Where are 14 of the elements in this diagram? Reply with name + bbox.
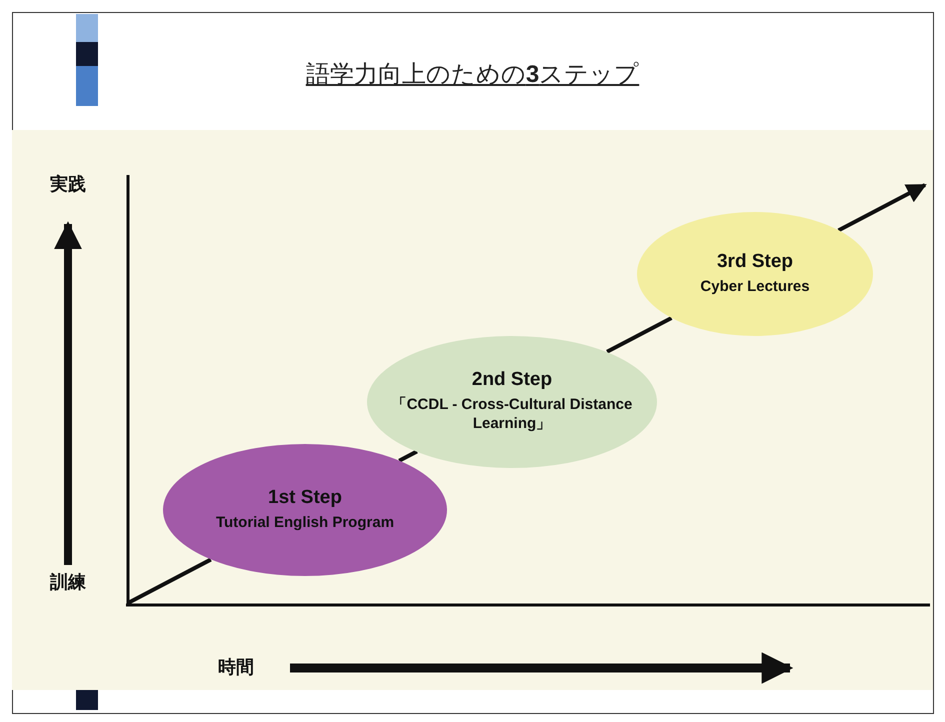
axis-label: 時間 <box>218 656 254 679</box>
axis-label: 実践 <box>50 173 86 196</box>
connector-line <box>398 450 418 463</box>
axis-label: 訓練 <box>50 571 86 594</box>
connector-line <box>606 316 672 354</box>
arrow <box>838 183 927 232</box>
connector-line <box>127 558 212 605</box>
step-name: Cyber Lectures <box>700 278 810 298</box>
step-name: Tutorial English Program <box>216 514 394 534</box>
step-heading: 1st Step <box>268 487 342 510</box>
step-name: 「CCDL - Cross-Cultural Distance Learning」 <box>390 396 634 434</box>
diagram-title: 語学力向上のための3ステップ <box>306 61 640 88</box>
step-heading: 2nd Step <box>472 369 552 392</box>
step-heading: 3rd Step <box>716 251 794 274</box>
